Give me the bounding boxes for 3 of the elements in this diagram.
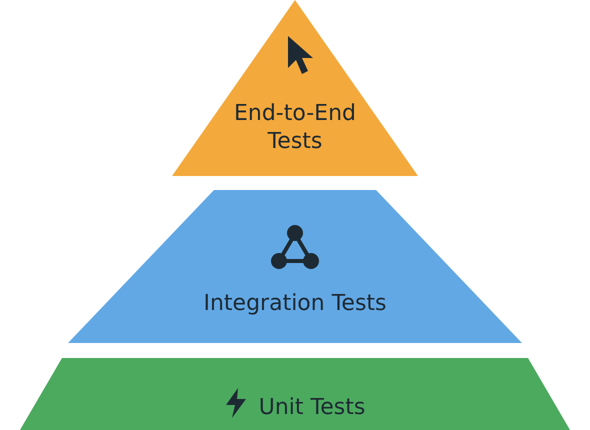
tier-label: End-to-End Tests bbox=[233, 100, 357, 156]
tier-label: Integration Tests bbox=[203, 290, 386, 318]
tier-label: Unit Tests bbox=[258, 394, 366, 422]
